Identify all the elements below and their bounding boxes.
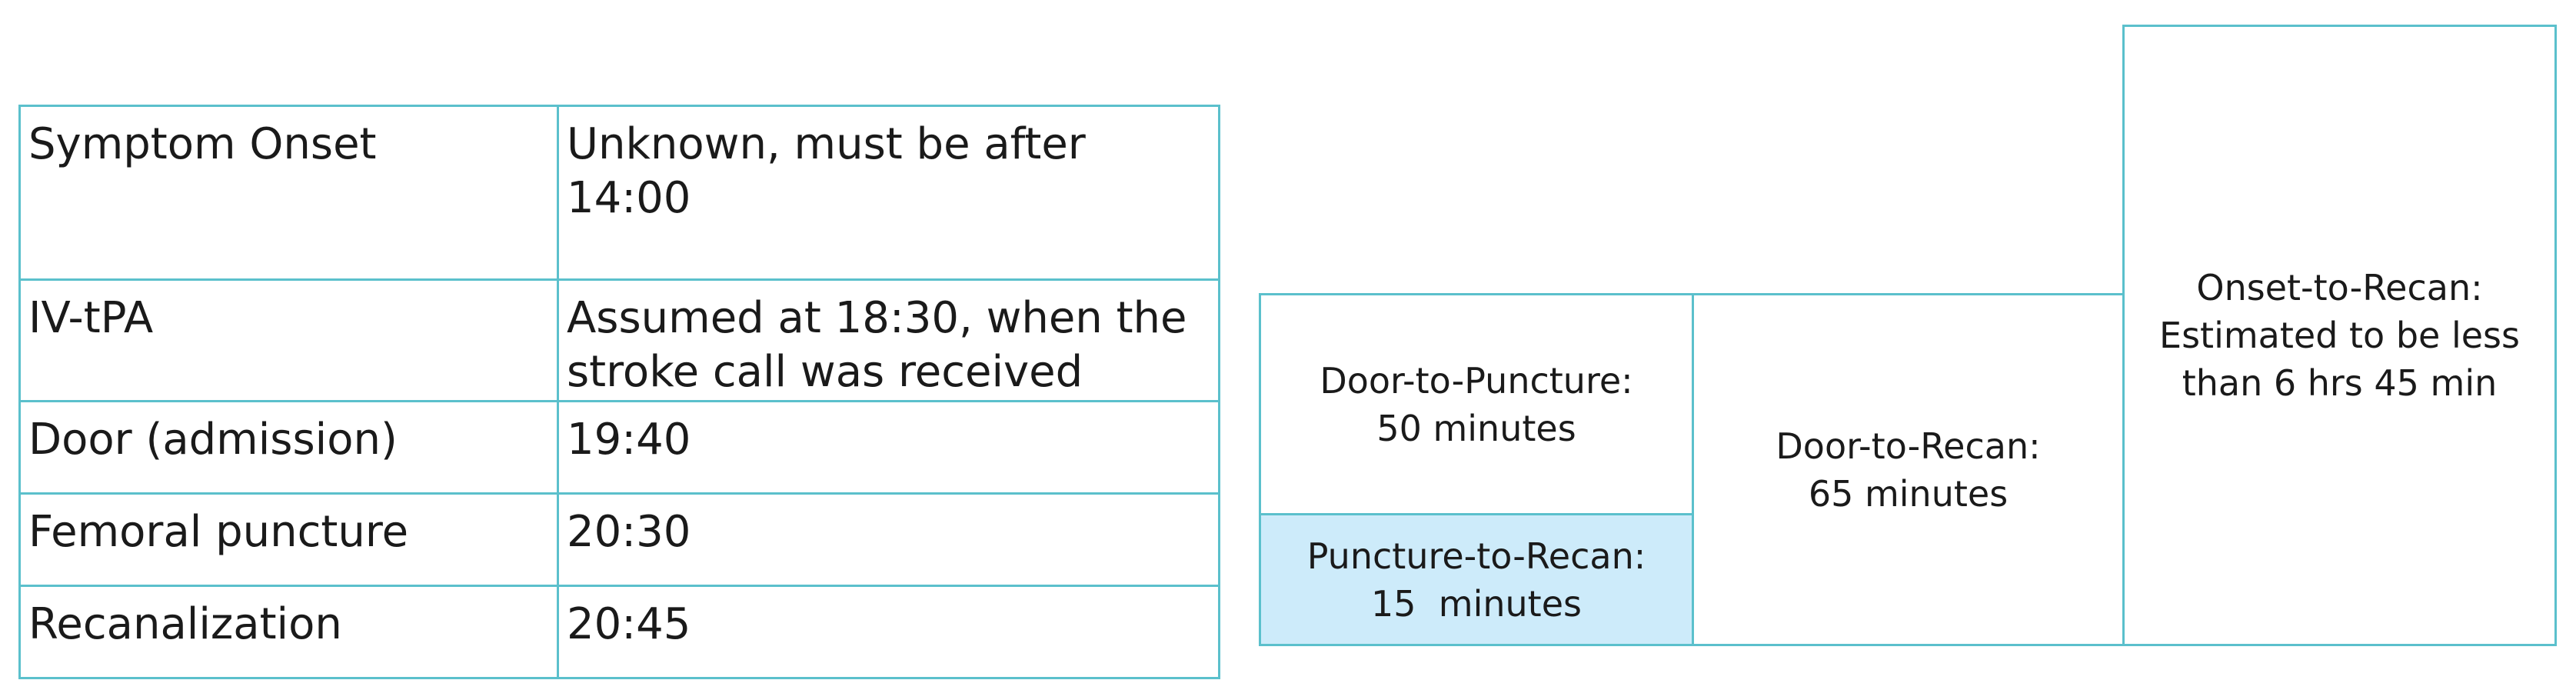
table-row: Femoral puncture 20:30 <box>18 492 1220 587</box>
event-time: Assumed at 18:30, when the stroke call w… <box>557 278 1220 402</box>
event-time: Unknown, must be after 14:00 <box>557 105 1220 281</box>
interval-value: 65 minutes <box>1808 472 2009 515</box>
interval-title: Puncture-to-Recan: <box>1306 535 1646 577</box>
event-time: 20:30 <box>557 492 1220 587</box>
event-label: IV-tPA <box>18 278 559 402</box>
timeline-table: Symptom Onset Unknown, must be after 14:… <box>18 105 1220 679</box>
event-time: 19:40 <box>557 400 1220 495</box>
door-to-recan-box: Door-to-Recan: 65 minutes <box>1692 293 2125 646</box>
interval-title: Door-to-Recan: <box>1776 425 2041 467</box>
table-row: IV-tPA Assumed at 18:30, when the stroke… <box>18 278 1220 402</box>
table-row: Symptom Onset Unknown, must be after 14:… <box>18 105 1220 281</box>
table-row: Recanalization 20:45 <box>18 585 1220 679</box>
event-label: Femoral puncture <box>18 492 559 587</box>
interval-title: Onset-to-Recan: <box>2196 267 2483 308</box>
interval-value: Estimated to be less than 6 hrs 45 min <box>2159 315 2520 404</box>
event-label: Door (admission) <box>18 400 559 495</box>
event-label: Symptom Onset <box>18 105 559 281</box>
table-row: Door (admission) 19:40 <box>18 400 1220 495</box>
onset-to-recan-box: Onset-to-Recan: Estimated to be less tha… <box>2122 25 2557 646</box>
event-time: 20:45 <box>557 585 1220 679</box>
interval-value: 50 minutes <box>1376 407 1576 449</box>
interval-title: Door-to-Puncture: <box>1320 359 1633 402</box>
door-to-puncture-box: Door-to-Puncture: 50 minutes <box>1259 293 1694 515</box>
interval-value: 15 minutes <box>1371 582 1582 625</box>
event-label: Recanalization <box>18 585 559 679</box>
puncture-to-recan-box: Puncture-to-Recan: 15 minutes <box>1259 513 1694 646</box>
